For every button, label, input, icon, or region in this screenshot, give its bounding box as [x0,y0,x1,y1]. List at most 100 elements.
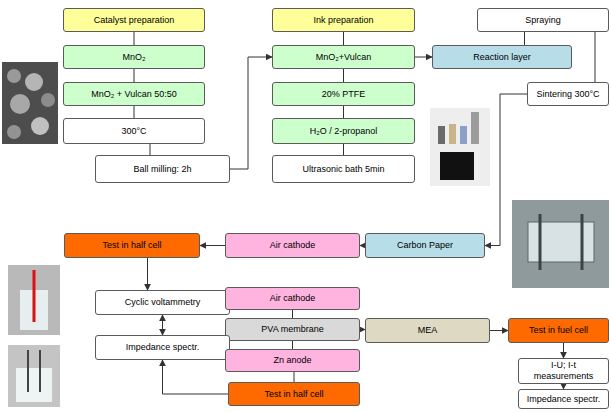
box-label: Reaction layer [473,52,531,63]
layer-box: Reaction layer [432,45,572,69]
box-label: Air cathode [270,240,316,251]
bottle [460,126,467,144]
flow-connector [230,57,272,169]
box-label: Catalyst preparation [94,15,175,26]
box-label: Ball milling: 2h [133,164,191,175]
spray-gun [471,112,479,144]
material-box: MnO₂+Vulcan [272,45,415,69]
box-label: Cyclic voltammetry [125,297,201,308]
fuel-cell-photo [512,200,609,288]
flow-connector [343,106,344,118]
electrode [33,270,36,322]
flow-connector [292,341,293,349]
electrode-box: Air cathode [225,233,360,258]
box-label: Spraying [525,15,561,26]
photo-frame [2,62,58,144]
box-label: MnO₂ + Vulcan 50:50 [91,89,176,100]
box-label: Test in half cell [264,389,323,400]
photo-frame [430,108,490,186]
test-box: Test in fuel cell [508,318,609,343]
cell-rod [539,214,542,270]
half-cell-photo [8,345,60,407]
box-label: Carbon Paper [397,240,453,251]
half-cell-photo [8,265,60,335]
flow-connector [134,69,135,82]
carbon-paper [440,152,474,180]
title-box: Catalyst preparation [63,8,205,32]
flow-connector [200,245,225,246]
method-box: Cyclic voltammetry [95,290,230,315]
process-box: Sintering 300°C [527,82,609,106]
method-box: Impedance spectr. [518,389,609,409]
flow-connector [134,32,135,45]
box-label: Sintering 300°C [536,89,599,100]
cell-rod [581,214,584,270]
flow-connector [163,360,229,394]
material-box: MnO₂ [63,45,205,69]
electrode-box: Zn anode [225,349,360,372]
method-box: I-U; I-t measurements [518,358,609,384]
title-box: Ink preparation [272,8,415,32]
particle [31,117,49,135]
box-label: MEA [418,325,438,336]
box-label: Air cathode [270,293,316,304]
photo-frame [8,345,60,407]
photo-frame [8,265,60,335]
cell-body [528,222,594,262]
flow-connector [343,69,344,82]
bottle [438,126,445,144]
electrode-box: Air cathode [225,287,360,310]
material-box: 20% PTFE [272,82,415,106]
test-box: Test in half cell [228,382,360,406]
bottle [449,124,456,144]
flow-connector [415,57,432,58]
flow-connector [292,310,293,318]
process-box: Spraying [477,8,609,32]
electrode [27,350,29,392]
box-label: Zn anode [273,355,311,366]
flow-connector [485,94,527,246]
flow-connector [150,144,151,155]
process-box: Ball milling: 2h [95,155,230,183]
box-label: PVA membrane [261,324,323,335]
flow-connector [343,144,344,155]
assembly-box: MEA [365,318,490,343]
particle [41,93,55,107]
method-box: Impedance spectr. [95,335,230,360]
membrane-box: PVA membrane [225,318,360,341]
photo-frame [512,200,609,288]
electrode [39,350,41,392]
particle [7,69,21,83]
box-label: I-U; I-t measurements [523,360,604,382]
box-label: Ink preparation [313,15,373,26]
flow-connector [162,315,163,335]
material-box: H₂O / 2-propanol [272,118,415,144]
flow-connector [490,330,508,331]
box-label: Test in fuel cell [529,325,588,336]
flow-connector [595,32,596,82]
box-label: Impedance spectr. [527,394,601,405]
flow-connector [294,372,295,382]
box-label: 20% PTFE [322,89,366,100]
process-box: Ultrasonic bath 5min [272,155,415,183]
particle [10,94,30,114]
box-label: MnO₂ [123,52,146,63]
ink-photo [430,108,490,186]
flow-connector [147,258,148,290]
material-box: MnO₂ + Vulcan 50:50 [63,82,205,106]
flow-connector [563,343,564,358]
box-label: Test in half cell [102,240,161,251]
box-label: MnO₂+Vulcan [316,52,371,63]
box-label: 300°C [121,126,146,137]
layer-box: Carbon Paper [365,233,485,258]
process-box: 300°C [63,118,205,144]
particle [7,125,21,139]
sem-photo [2,62,58,144]
box-label: Impedance spectr. [126,342,200,353]
test-box: Test in half cell [64,233,200,258]
flow-connector [524,32,525,45]
flow-connector [343,32,344,45]
box-label: H₂O / 2-propanol [310,126,378,137]
box-label: Ultrasonic bath 5min [302,164,384,175]
